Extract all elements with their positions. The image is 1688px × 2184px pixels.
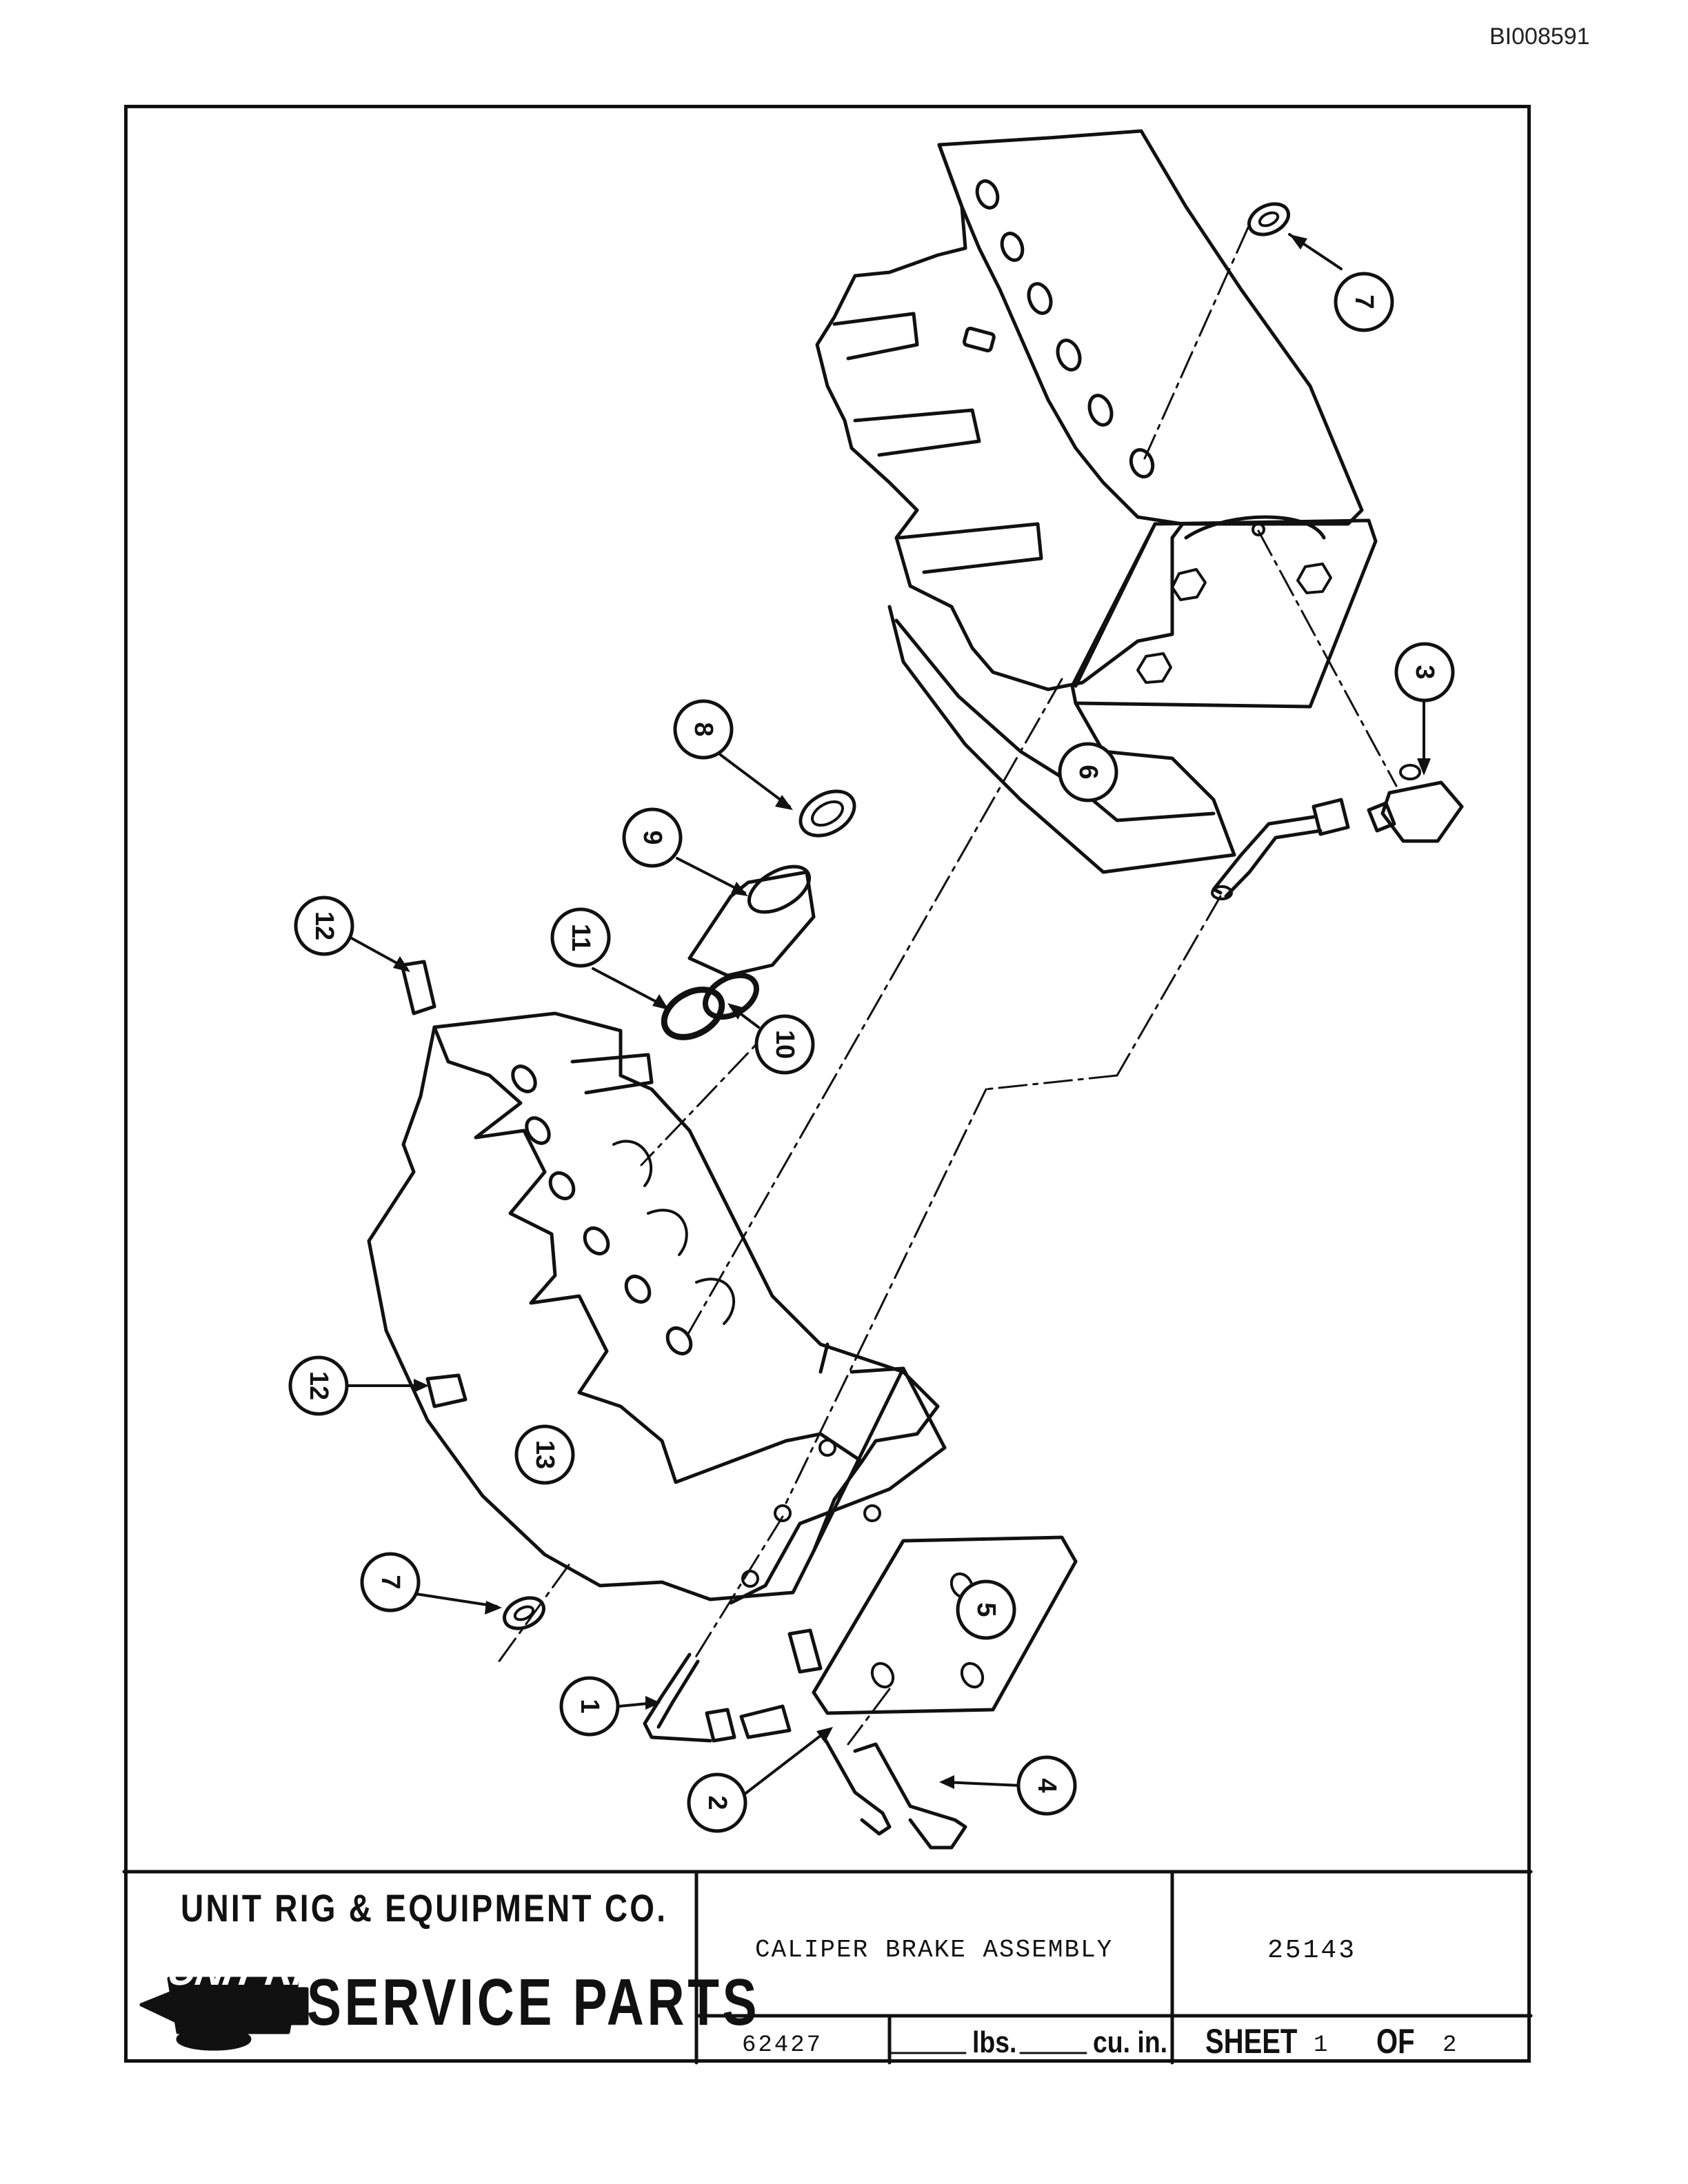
company-name: UNIT RIG & EQUIPMENT CO. (181, 1886, 668, 1930)
upper-caliper-housing (815, 129, 1378, 874)
callout-label: 2 (703, 1795, 732, 1810)
callout-label: 10 (770, 1030, 799, 1059)
callout-label: 3 (1410, 665, 1439, 679)
of-label: OF (1376, 2022, 1415, 2061)
sheet-number: 1 (1314, 2032, 1328, 2059)
service-parts-heading: SERVICE PARTS (307, 1965, 761, 2039)
sheet-total: 2 (1443, 2032, 1457, 2059)
sheet-label: SHEET (1205, 2022, 1298, 2061)
cuin-label: cu. in. (1093, 2025, 1168, 2059)
washers (503, 202, 1290, 1630)
callout-label: 5 (972, 1602, 1001, 1617)
document-id: BI008591 (1489, 23, 1590, 50)
callout-numbers: 7 3 6 8 9 12 11 10 12 13 7 5 1 2 4 (304, 294, 1439, 1810)
callout-label: 4 (1032, 1778, 1061, 1792)
callout-label: 8 (689, 722, 718, 736)
callout-label: 6 (1074, 765, 1103, 779)
callout-label: 7 (1349, 294, 1378, 309)
callout-label: 7 (376, 1575, 405, 1589)
mounting-plate (812, 1535, 1078, 1715)
lbs-label: lbs. (972, 2025, 1017, 2059)
lower-bolts-and-tube (643, 1628, 967, 1850)
callout-circles (288, 272, 1455, 1833)
leader-arrowheads (393, 234, 1431, 1789)
weight-value: 62427 (742, 2032, 823, 2059)
callout-label: 12 (310, 911, 339, 940)
leader-lines (336, 233, 1425, 1801)
callout-label: 11 (566, 924, 595, 951)
drawing-title: CALIPER BRAKE ASSEMBLY (755, 1936, 1114, 1964)
center-lines (495, 226, 1398, 1746)
unit-rig-logo (139, 1976, 309, 2051)
piston-and-seals (661, 789, 856, 1040)
lower-bolt-holes (511, 1064, 693, 1356)
callout-label: 9 (638, 830, 667, 845)
title-block-grid (122, 1870, 1533, 2065)
callout-label: 1 (575, 1699, 604, 1713)
callout-label: 13 (530, 1440, 559, 1469)
drawing-number: 25143 (1267, 1936, 1357, 1965)
lower-caliper-housing (367, 960, 947, 1605)
upper-fitting-and-tube (1211, 764, 1464, 900)
callout-label: 12 (304, 1371, 333, 1400)
upper-bolt-holes (975, 179, 1155, 478)
drawing-frame (124, 105, 1531, 2063)
